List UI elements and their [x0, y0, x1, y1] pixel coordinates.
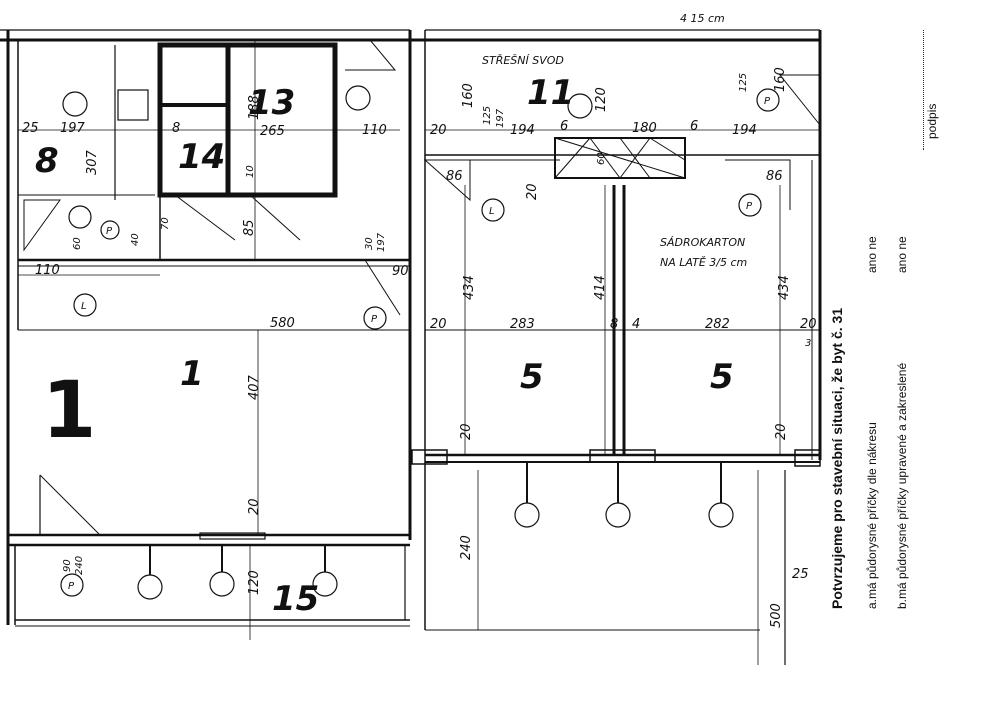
dim-label: 8 — [610, 317, 618, 332]
dim-label: 414 — [593, 275, 608, 300]
dim-label: 283 — [510, 317, 535, 332]
dim-label: 85 — [242, 219, 257, 236]
dim-label: 197 — [376, 232, 387, 252]
room-1-label: 1 — [180, 354, 204, 394]
dim-label: 70 — [160, 217, 171, 230]
dim-label: 86 — [766, 169, 783, 184]
dim-label: 407 — [247, 374, 262, 400]
room-11-label: 11 — [527, 73, 574, 113]
signature-line[interactable]: ................................... — [905, 30, 924, 150]
dim-label: 60 — [72, 237, 83, 250]
drywall-note-line2: NA LATĚ 3/5 cm — [660, 256, 747, 269]
room-14-label: 14 — [178, 137, 225, 177]
dim-label: 240 — [74, 556, 85, 575]
dim-label: 25 — [792, 567, 809, 582]
dim-label: 110 — [35, 263, 60, 278]
confirmation-panel: Potvrzujeme pro stavební situaci, že byt… — [825, 0, 1000, 705]
dim-label: 240 — [459, 535, 474, 560]
dim-label: 194 — [510, 123, 535, 138]
dim-label: 6 — [560, 119, 568, 134]
drywall-note-line1: SÁDROKARTON — [660, 236, 745, 249]
dim-label: 265 — [260, 124, 285, 139]
dim-label: 500 — [769, 603, 784, 628]
dim-label: 20 — [430, 123, 447, 138]
dim-label: 90 — [62, 559, 73, 572]
dim-label: 10 — [245, 165, 256, 178]
room-15-label: 15 — [272, 579, 319, 619]
light-fixture-l-icon: L — [81, 301, 87, 312]
dim-label: 3 — [805, 338, 811, 349]
dim-label: 160 — [461, 83, 476, 108]
dim-label: 8 — [172, 121, 180, 136]
dim-label: 20 — [430, 317, 447, 332]
dim-label: 4 — [632, 317, 640, 332]
dim-label: 20 — [800, 317, 817, 332]
socket-p-icon: P — [746, 201, 753, 212]
dim-label: 434 — [462, 275, 477, 300]
dim-label: 188 — [247, 95, 262, 120]
dim-label: 6 — [690, 119, 698, 134]
dim-label: 580 — [270, 316, 295, 331]
dim-label: 197 — [60, 121, 86, 136]
dim-label: 197 — [495, 108, 506, 128]
socket-p-icon: P — [764, 96, 771, 107]
dim-label: 20 — [247, 498, 262, 515]
room-8-label: 8 — [35, 141, 59, 181]
roof-drain-note: STŘEŠNÍ SVOD — [482, 54, 564, 67]
option-b-yes-no[interactable]: ano ne — [895, 236, 909, 273]
dim-label: 30 — [364, 237, 375, 250]
apartment-number-marker: 1 — [42, 366, 96, 456]
dim-label: 194 — [732, 123, 757, 138]
socket-p-icon: P — [371, 314, 378, 325]
dim-label: 20 — [774, 423, 789, 440]
dim-label: 120 — [594, 87, 609, 112]
dim-label: 180 — [632, 121, 657, 136]
dim-label: 110 — [362, 123, 387, 138]
dim-label: 86 — [446, 169, 463, 184]
option-a-yes-no[interactable]: ano ne — [865, 236, 879, 273]
dim-label: 20 — [525, 183, 540, 200]
dim-label: 120 — [247, 570, 262, 595]
dim-label: 125 — [738, 73, 749, 92]
dim-label: 125 — [482, 106, 493, 125]
dim-label: 282 — [705, 317, 730, 332]
dim-label: 25 — [22, 121, 39, 136]
dim-label: 307 — [85, 149, 100, 175]
option-a-text: a.má půdorysné příčky dle nákresu — [865, 422, 879, 609]
socket-p-icon: P — [106, 226, 113, 237]
room-5-right-label: 5 — [710, 357, 734, 397]
dim-label: 90 — [392, 264, 409, 279]
dim-label: 434 — [777, 275, 792, 300]
option-b-text: b.má půdorysné příčky upravené a zakresl… — [895, 362, 909, 609]
dim-label: 40 — [130, 233, 141, 246]
signature-label: podpis — [925, 103, 939, 139]
socket-p-icon: P — [68, 581, 75, 592]
confirmation-title: Potvrzujeme pro stavební situaci, že byt… — [829, 307, 845, 609]
dim-label: 160 — [773, 67, 788, 92]
top-partial-note: 4 15 cm — [680, 12, 725, 25]
dim-label: 20 — [459, 423, 474, 440]
room-5-left-label: 5 — [520, 357, 544, 397]
room-13-label: 13 — [248, 83, 295, 123]
dim-label: 60 — [596, 152, 607, 165]
light-fixture-l-icon: L — [489, 206, 495, 217]
